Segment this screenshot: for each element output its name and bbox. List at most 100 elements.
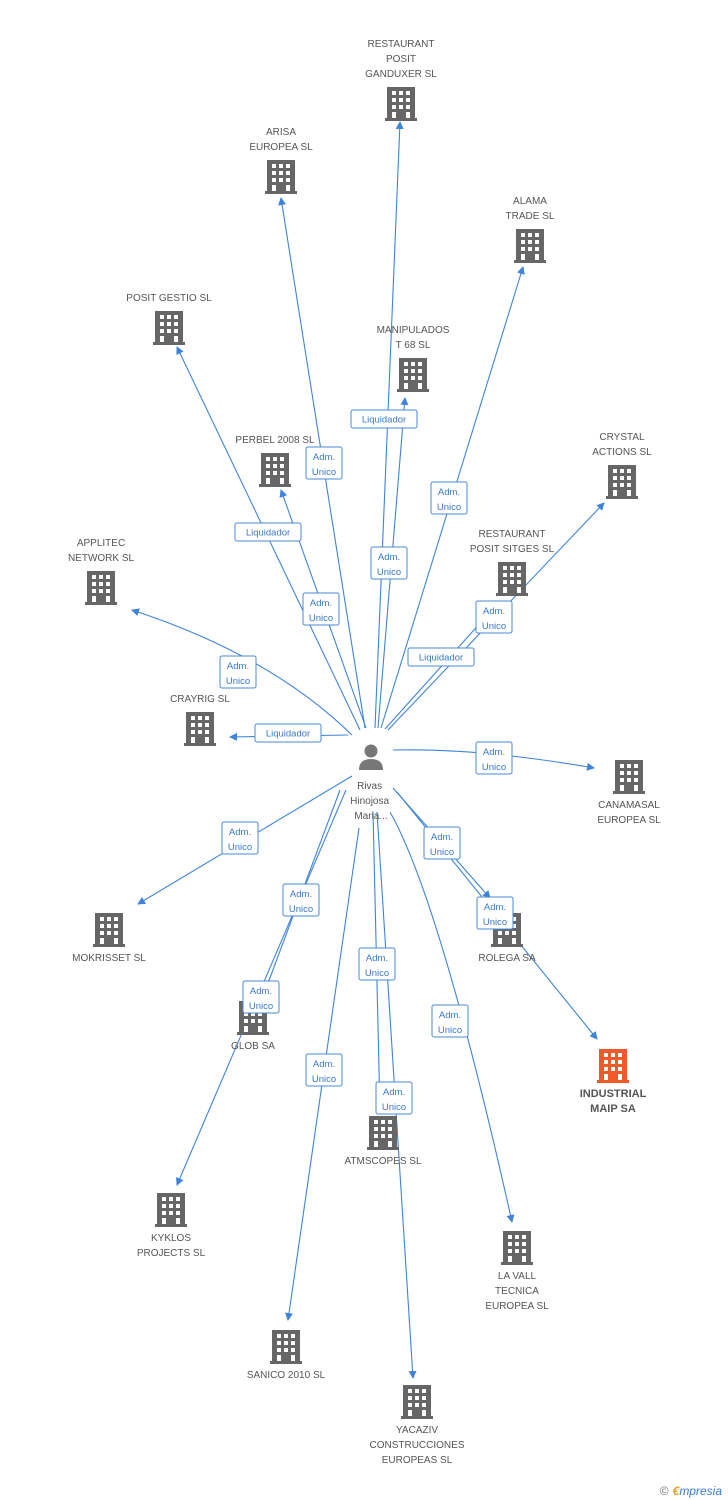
relation-text-line: Unico [482, 762, 506, 773]
relation-label-applitec[interactable]: Adm.Unico [219, 655, 257, 689]
empresia-logo-e: € [672, 1484, 680, 1498]
building-icon [496, 562, 528, 596]
company-label-line: CRYSTAL [599, 432, 645, 443]
relation-text: Adm.Unico [249, 986, 273, 1012]
relation-text-line: Adm. [484, 902, 506, 913]
company-node-mokrisset[interactable]: MOKRISSET SL [72, 913, 146, 964]
relation-text: Liquidador [362, 415, 406, 426]
company-label-line: MANIPULADOS [377, 325, 450, 336]
relation-text-line: Liquidador [246, 528, 290, 539]
building-icon [153, 311, 185, 345]
relation-label-la-vall[interactable]: Adm.Unico [431, 1004, 469, 1038]
company-node-sanico[interactable]: SANICO 2010 SL [247, 1330, 326, 1381]
company-label-line: CANAMASAL [598, 800, 660, 811]
relation-text-line: Unico [228, 842, 252, 853]
relation-label-crystal[interactable]: Adm.Unico [475, 600, 513, 634]
relation-text-line: Unico [312, 1074, 336, 1085]
relation-label-restaurant-sitges[interactable]: Liquidador [407, 647, 475, 667]
company-label: SANICO 2010 SL [247, 1370, 326, 1381]
relation-label-kyklos[interactable]: Adm.Unico [242, 980, 280, 1014]
company-label-line: TECNICA [495, 1286, 539, 1297]
building-icon [501, 1231, 533, 1265]
company-node-posit-gestio[interactable]: POSIT GESTIO SL [126, 293, 212, 345]
relation-label-perbel[interactable]: Adm. Unico [302, 592, 340, 626]
building-icon [184, 712, 216, 746]
company-label-line: ATMSCOPES SL [344, 1156, 421, 1167]
company-label-line: POSIT GESTIO SL [126, 293, 212, 304]
building-icon [514, 229, 546, 263]
relation-text: Adm.Unico [382, 1087, 406, 1113]
company-label-line: LA VALL [498, 1271, 537, 1282]
relation-label-manipulados[interactable]: Adm.Unico [370, 546, 408, 580]
company-node-perbel[interactable]: PERBEL 2008 SL [235, 435, 315, 487]
relation-text-line: Unico [430, 847, 454, 858]
relation-label-arisa[interactable]: Adm.Unico [305, 446, 343, 480]
relation-text: Adm.Unico [365, 953, 389, 979]
company-node-atmscopes[interactable]: ATMSCOPES SL [344, 1116, 422, 1167]
company-label-line: APPLITEC [77, 538, 125, 549]
relation-text-line: Adm. [431, 832, 453, 843]
relation-label-sanico[interactable]: Adm.Unico [305, 1053, 343, 1087]
company-label-line: RESTAURANT [367, 39, 434, 50]
building-icon [85, 571, 117, 605]
company-node-glob[interactable]: GLOB SA [231, 1001, 275, 1052]
company-label-line: YACAZIV [396, 1425, 438, 1436]
company-node-canamasal[interactable]: CANAMASAL EUROPEA SL [597, 760, 661, 826]
company-label-line: EUROPEA SL [597, 815, 661, 826]
building-icon [367, 1116, 399, 1150]
relation-text-line: Adm. [483, 606, 505, 617]
relation-label-yacaziv[interactable]: Adm.Unico [375, 1081, 413, 1115]
relation-label-alama[interactable]: Adm.Unico [430, 481, 468, 515]
relation-text-line: Unico [309, 613, 333, 624]
building-icon [397, 358, 429, 392]
footer-brand[interactable]: ©€mpresia [660, 1484, 722, 1498]
company-label: CRAYRIG SL [170, 694, 230, 705]
relation-label-canamasal[interactable]: Adm.Unico [475, 741, 513, 775]
relation-text-line: Adm. [439, 1010, 461, 1021]
relation-label-glob[interactable]: Adm.Unico [282, 883, 320, 917]
relation-text-line: Adm. [438, 487, 460, 498]
relation-label-posit-gestio[interactable]: Liquidador [234, 522, 302, 542]
company-node-rolega[interactable]: ROLEGA SA [478, 913, 536, 964]
relation-text-line: Adm. [310, 598, 332, 609]
relation-text: Adm.Unico [228, 827, 252, 853]
company-label: PERBEL 2008 SL [235, 435, 315, 446]
company-node-crayrig[interactable]: CRAYRIG SL [170, 694, 230, 746]
relation-text-line: Adm. [383, 1087, 405, 1098]
relation-label-atmscopes[interactable]: Adm.Unico [358, 947, 396, 981]
relation-label-industrial[interactable]: Adm.Unico [476, 896, 514, 930]
relation-text: Adm.Unico [312, 1059, 336, 1085]
relation-label-crayrig[interactable]: Liquidador [254, 723, 322, 743]
center-person-label[interactable]: Rivas Hinojosa Maria... [350, 781, 392, 822]
relation-label-mokrisset[interactable]: Adm.Unico [221, 821, 259, 855]
relation-text-line: Adm. [250, 986, 272, 997]
building-icon [155, 1193, 187, 1227]
company-label-line: EUROPEAS SL [382, 1455, 453, 1466]
company-label-line: GANDUXER SL [365, 69, 437, 80]
relation-text: Adm.Unico [437, 487, 461, 513]
relation-label-rolega[interactable]: Adm. Unico [423, 826, 461, 860]
building-icon [93, 913, 125, 947]
relation-text: Adm. Unico [430, 832, 454, 858]
relation-label-restaurant-ganduxer[interactable]: Liquidador [350, 409, 418, 429]
empresia-logo-text: mpresia [679, 1484, 722, 1498]
relation-text-line: Adm. [290, 889, 312, 900]
building-icon [606, 465, 638, 499]
company-label-line: GLOB SA [231, 1041, 275, 1052]
